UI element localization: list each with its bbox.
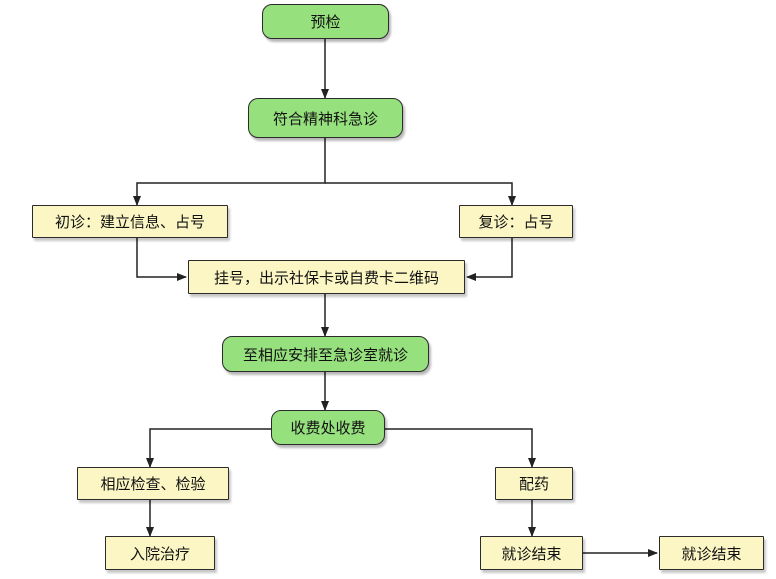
node-first-visit: 初诊：建立信息、占号: [32, 205, 228, 238]
edge-return-to-register: [466, 238, 513, 281]
node-visit-end-final: 就诊结束: [659, 536, 764, 570]
node-exams: 相应检查、检验: [77, 467, 229, 500]
edge-psych-to-return: [325, 182, 516, 206]
node-psych-emergency: 符合精神科急诊: [248, 98, 403, 138]
node-dispense: 配药: [495, 467, 573, 500]
node-return-visit: 复诊：占号: [459, 205, 573, 238]
node-admission: 入院治疗: [105, 536, 215, 570]
node-register: 挂号，出示社保卡或自费卡二维码: [188, 260, 465, 294]
edge-cashier-to-dispense: [385, 428, 536, 468]
node-visit-end: 就诊结束: [480, 536, 583, 570]
node-go-to-room: 至相应安排至急诊室就诊: [222, 336, 429, 372]
edge-psych-split: [133, 138, 326, 206]
edge-first-to-register: [136, 238, 187, 281]
node-precheck: 预检: [262, 4, 389, 39]
edge-cashier-to-exams: [146, 428, 271, 468]
node-cashier: 收费处收费: [271, 410, 385, 445]
